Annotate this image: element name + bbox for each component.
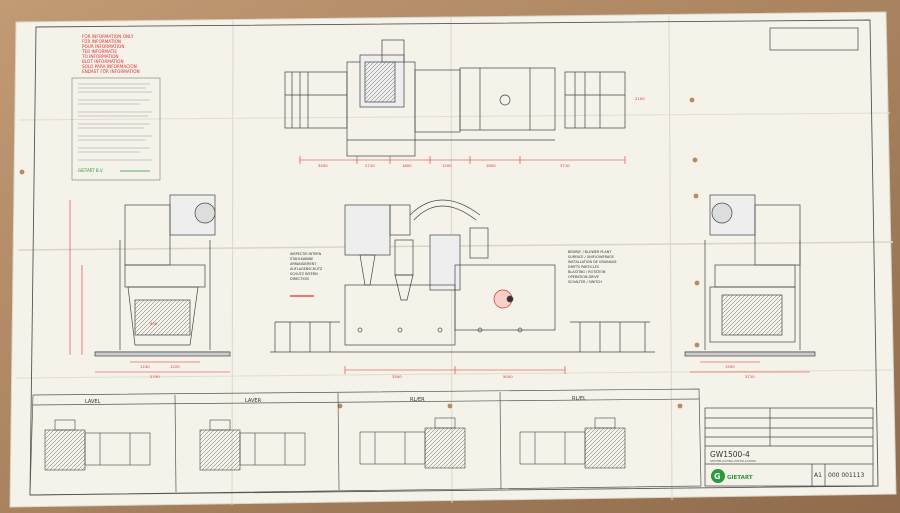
legend-right-3: DRIFTS PARTICLES (568, 265, 599, 269)
left-elevation-dims (69, 200, 230, 373)
variant-label-3: RL/EL (572, 396, 586, 402)
note-red-0: FOR INFORMATION ONLY (82, 34, 134, 39)
model-number: GW1500-4 (710, 450, 750, 459)
legend-center-3: AUFLAGENSCHUTZ (290, 267, 323, 271)
legend-right-6: SCHALTER / SWITCH (568, 280, 602, 284)
center-legend-left: INSPECTIE INTERN STAHLKABINE ARRANGEMENT… (290, 252, 323, 281)
legend-right-4: BLASTING / ROTATION (568, 270, 606, 274)
model-subtitle: SHOTBLASTING INSTALLATION (710, 459, 756, 463)
top-dimension-line (299, 156, 626, 164)
dim-top-5: 3710 (560, 163, 570, 168)
legend-center-5: DIRECTION (290, 277, 309, 281)
dim-top-1: 2710 (365, 163, 375, 168)
note-red-4: TO INFORMATION (81, 54, 119, 59)
dim-left-3: 850 (150, 321, 158, 326)
note-red-6: SOLO PARA INFORMACIÓN (82, 64, 137, 69)
note-red-2: POUR INFORMATION (82, 44, 124, 49)
note-red-3: TER INFORMATIE (81, 49, 117, 54)
top-dimension-values: 3450 2710 1800 1200 1800 3710 2100 (318, 96, 645, 168)
dim-top-2: 1800 (402, 163, 412, 168)
right-side-elevation (684, 194, 816, 357)
top-plan-view (284, 39, 626, 157)
left-side-elevation (94, 194, 231, 357)
dim-top-0: 3450 (318, 163, 328, 168)
red-info-notes: FOR INFORMATION ONLY FÜR INFORMATION POU… (81, 34, 140, 74)
dim-top-6: 2100 (635, 96, 645, 101)
legend-center-4: SCHUTZ INTERN (290, 272, 318, 276)
center-dims (344, 366, 566, 374)
company-small-label: GIETART B.V. (78, 168, 103, 173)
gietart-logo: G GIETART (711, 469, 753, 483)
logo-wordmark: GIETART (727, 475, 753, 481)
dim-top-4: 1800 (486, 163, 496, 168)
note-red-7: ENDAST FÖR INFORMATION (82, 69, 140, 74)
legend-center-1: STAHLKABINE (290, 257, 313, 261)
center-front-elevation (270, 199, 655, 353)
dim-center-1: 5000 (503, 374, 513, 379)
dim-right-1: 3710 (745, 374, 755, 379)
variant-sketch-1 (44, 419, 151, 471)
legend-center-2: ARRANGEMENT (290, 262, 317, 266)
note-red-1: FÜR INFORMATION (82, 39, 121, 44)
variant-sketch-2 (199, 419, 306, 471)
dim-left-1: 1240 (140, 364, 150, 369)
variant-sketch-3 (359, 417, 466, 469)
dim-left-2: 1220 (170, 364, 180, 369)
legend-right-1: SURFACE / UNIFLOWERAGE (568, 255, 614, 259)
variant-labels: LAVEL LAVER RL/ER RL/EL (85, 396, 586, 405)
center-legend-right: BEDRIJF / BLOWER PLANT SURFACE / UNIFLOW… (568, 250, 617, 284)
dim-top-3: 1200 (442, 163, 452, 168)
dim-left-0: 2750 (150, 374, 160, 379)
logo-initial: G (714, 472, 721, 481)
dim-right-0: 1950 (725, 364, 735, 369)
variant-label-1: LAVER (245, 398, 262, 404)
general-notes-block (71, 77, 161, 181)
title-block (704, 27, 874, 487)
legend-right-5: OPERATION DRIVE (568, 275, 599, 279)
dim-center-0: 3500 (392, 374, 402, 379)
note-red-5: BLOT INFORMATION (82, 59, 124, 64)
variant-label-0: LAVEL (85, 399, 101, 405)
variant-label-2: RL/ER (410, 397, 425, 403)
variant-sketch-4 (519, 417, 626, 469)
sheet-size: A1 (814, 472, 822, 479)
drawing-number: 000 001113 (828, 472, 864, 479)
legend-center-0: INSPECTIE INTERN (290, 252, 322, 256)
legend-right-0: BEDRIJF / BLOWER PLANT (568, 250, 612, 254)
right-elevation-dims (690, 361, 810, 373)
legend-right-2: INSTALLATION DE GRAINAGE (568, 260, 617, 264)
bottom-variant-strip (29, 388, 702, 496)
